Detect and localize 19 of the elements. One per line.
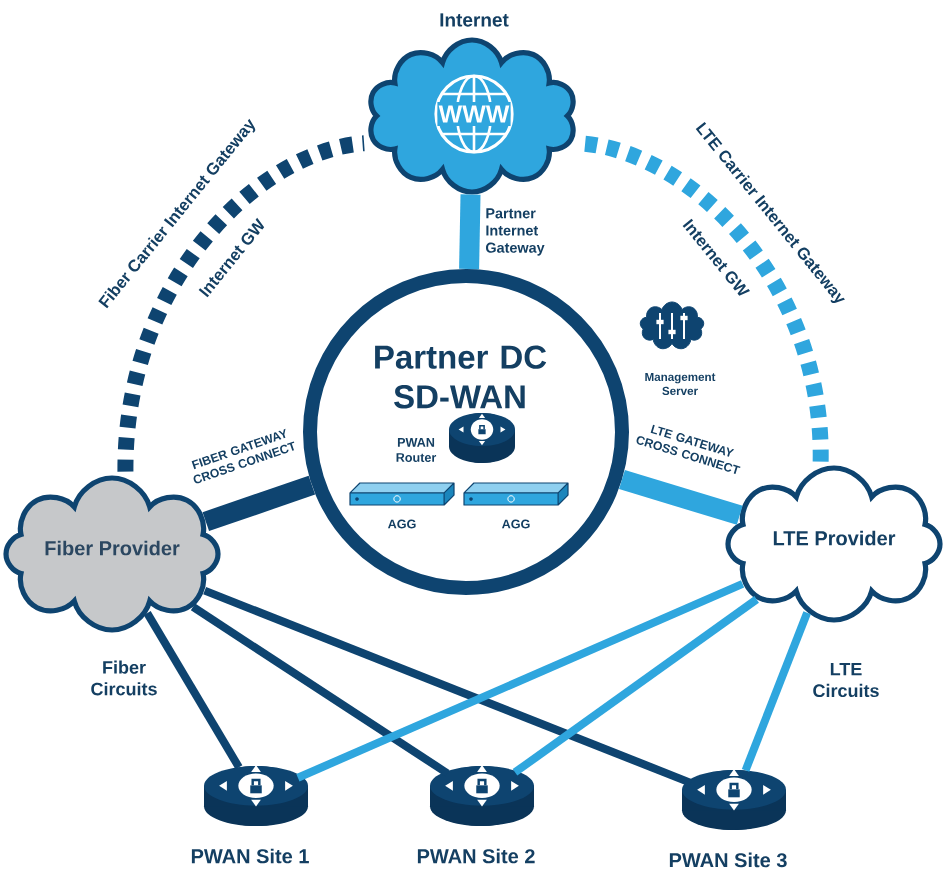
circuit-line — [741, 611, 811, 772]
group-caption: LTE Circuits — [813, 662, 879, 698]
group-caption: Fiber Circuits — [91, 660, 157, 696]
thick-link — [202, 475, 316, 532]
dashed-link — [117, 135, 366, 473]
datacenter-title: Partner DC SD-WAN — [375, 345, 547, 409]
circuit-line — [296, 580, 745, 782]
circuit-line — [190, 603, 450, 777]
circuit-line — [143, 611, 243, 770]
globe-text: WWW — [438, 105, 510, 123]
site-label: PWAN Site 2 — [417, 848, 535, 864]
site-label: PWAN Site 1 — [191, 848, 309, 864]
site-label: PWAN Site 3 — [669, 852, 787, 868]
circuit-line — [203, 586, 693, 787]
thick-link — [459, 194, 481, 270]
cloud-title: Internet — [440, 13, 509, 27]
dashed-link — [578, 135, 829, 462]
circuit-line — [512, 596, 759, 776]
thick-link — [619, 469, 743, 525]
